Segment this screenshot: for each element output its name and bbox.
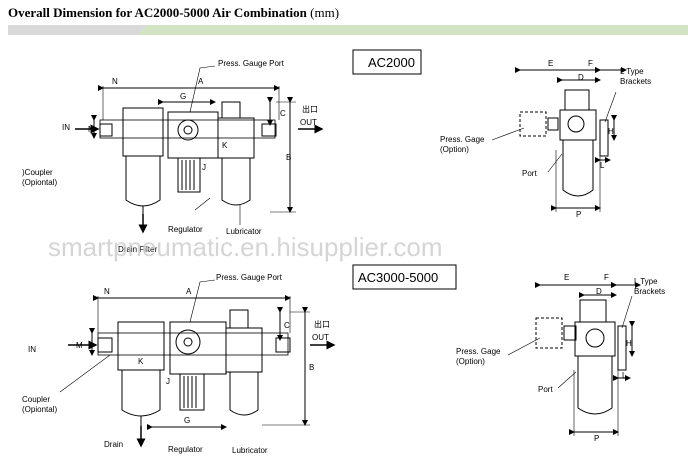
top-lubricator-label: Lubricator	[226, 227, 262, 236]
top-coupler-label-2: (Opiontal)	[22, 178, 57, 187]
bottom-side-dim-e: E	[564, 273, 569, 282]
bottom-dim-j: J	[166, 377, 170, 386]
top-dim-a: A	[198, 77, 204, 86]
top-out-cn-label: 出口	[302, 104, 318, 114]
bottom-regulator-label: Regulator	[168, 445, 203, 454]
top-front-view	[75, 49, 422, 234]
title-unit: (mm)	[310, 5, 340, 20]
bottom-drain-label: Drain	[104, 440, 123, 449]
page-title: Overall Dimension for AC2000-5000 Air Co…	[8, 5, 339, 21]
bottom-coupler-label-1: Coupler	[22, 395, 50, 404]
bottom-side-dim-h: H	[626, 339, 632, 348]
bottom-side-dim-l: L	[622, 371, 627, 380]
top-dim-m: M	[88, 125, 95, 134]
top-model-box	[352, 49, 422, 75]
top-dim-b: B	[286, 153, 291, 162]
top-filter-head	[122, 107, 164, 157]
top-side-dim-d: D	[578, 73, 584, 82]
bottom-brackets-label-2: Brackets	[634, 287, 665, 296]
top-filter-bowl	[125, 156, 161, 207]
bottom-brackets-label-1: L Type	[634, 277, 658, 286]
bottom-out-cn-label: 出口	[314, 319, 330, 329]
bottom-press-gauge-port-label: Press. Gauge Port	[216, 273, 283, 282]
bottom-lubricator-label: Lubricator	[232, 446, 268, 455]
top-dim-c: C	[280, 109, 286, 118]
bottom-model-box	[352, 264, 457, 290]
bottom-gage-label-1: Press. Gage	[456, 347, 501, 356]
bottom-side-view	[507, 282, 641, 436]
bottom-dim-n: N	[104, 287, 110, 296]
bottom-out-label: OUT	[312, 333, 329, 342]
top-side-dim-e: E	[548, 59, 553, 68]
top-dim-n: N	[112, 77, 118, 86]
bottom-dim-a: A	[186, 287, 192, 296]
top-regulator-label: Regulator	[168, 225, 203, 234]
bottom-side-dim-f: F	[604, 273, 609, 282]
bottom-dim-g: G	[184, 416, 190, 425]
bottom-port-label: Port	[538, 385, 553, 394]
top-coupler-label-1: )Coupler	[22, 168, 53, 177]
top-side-dim-f: F	[588, 59, 593, 68]
bottom-dim-b: B	[309, 363, 314, 372]
top-port-label: Port	[522, 169, 537, 178]
top-brackets-label-2: Brackets	[620, 77, 651, 86]
top-dim-j: J	[202, 163, 206, 172]
bottom-dim-c: C	[284, 321, 290, 330]
top-body-rail	[99, 119, 276, 139]
watermark-text: smartpneumatic.en.hisupplier.com	[48, 232, 443, 262]
header-divider-bar	[8, 25, 688, 35]
top-side-dim-p: P	[576, 210, 581, 219]
bottom-front-view	[59, 264, 457, 448]
title-main: Overall Dimension for AC2000-5000 Air Co…	[8, 5, 307, 20]
bottom-gage-label-2: (Option)	[456, 357, 485, 366]
top-out-label: OUT	[300, 118, 317, 127]
top-gage-label-2: (Option)	[440, 145, 469, 154]
bottom-in-label: IN	[28, 345, 36, 354]
top-drain-filter-label: Drain Filter	[118, 245, 157, 254]
top-gage-label-1: Press. Gage	[440, 135, 485, 144]
top-dim-k: K	[222, 141, 228, 150]
bottom-coupler-label-2: (Opiontal)	[22, 405, 57, 414]
bottom-side-dim-p: P	[594, 434, 599, 443]
top-model-label: AC2000	[368, 55, 415, 70]
top-dim-g: G	[180, 92, 186, 101]
top-press-gauge-port-label: Press. Gauge Port	[218, 59, 285, 68]
top-side-dim-h: H	[608, 127, 614, 136]
top-in-label: IN	[62, 123, 70, 132]
bottom-side-dim-d: D	[596, 287, 602, 296]
top-side-view	[491, 67, 627, 212]
bottom-model-label: AC3000-5000	[358, 270, 438, 285]
bottom-dim-k: K	[138, 357, 144, 366]
top-brackets-label-1: L Type	[620, 67, 644, 76]
bottom-dim-m: M	[76, 341, 83, 350]
top-side-dim-l: L	[600, 161, 605, 170]
